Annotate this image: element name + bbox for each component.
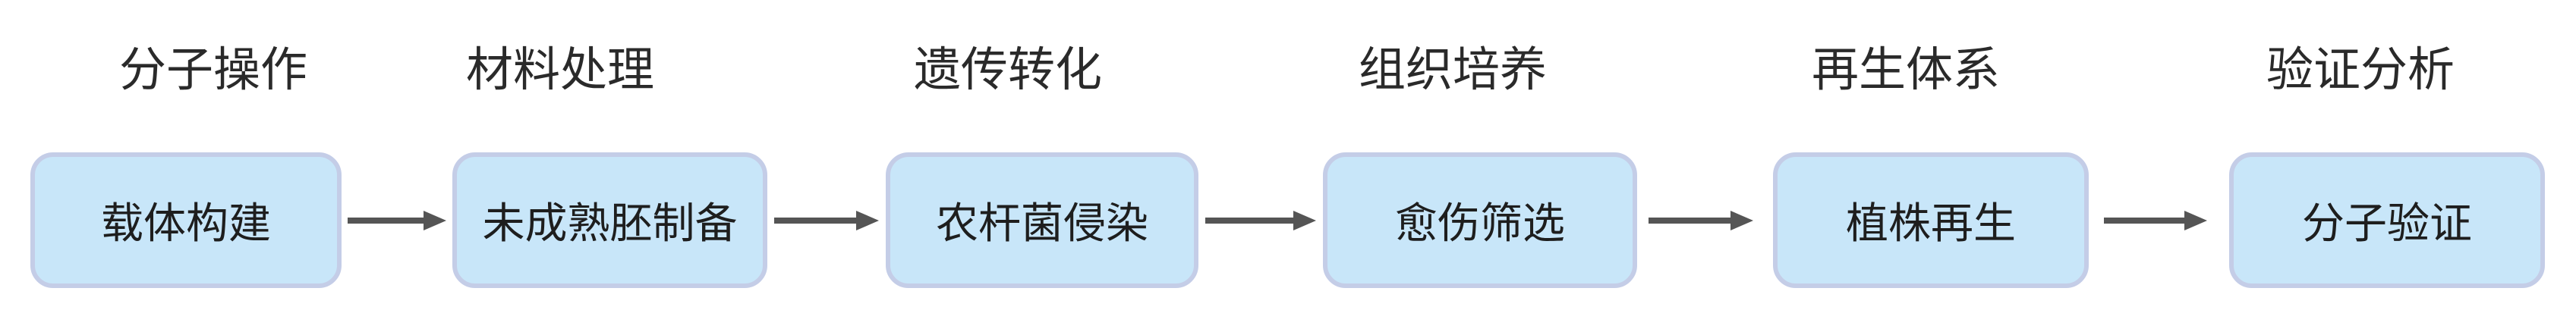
stage-header-5: 再生体系 xyxy=(1811,42,2000,97)
step-box-5: 植株再生 xyxy=(1773,152,2089,288)
step-label-2: 未成熟胚制备 xyxy=(482,199,738,249)
arrow-5-to-6 xyxy=(2104,211,2207,230)
step-box-3: 农杆菌侵染 xyxy=(886,152,1198,288)
stage-header-6: 验证分析 xyxy=(2266,42,2455,97)
stage-header-4: 组织培养 xyxy=(1358,42,1547,97)
arrow-1-to-2 xyxy=(348,211,446,230)
step-label-3: 农杆菌侵染 xyxy=(936,199,1148,249)
stage-header-3: 遗传转化 xyxy=(913,42,1102,97)
stage-header-1: 分子操作 xyxy=(118,42,307,97)
step-label-5: 植株再生 xyxy=(1846,199,2016,249)
arrow-3-to-4 xyxy=(1205,211,1316,230)
step-box-1: 载体构建 xyxy=(30,152,342,288)
step-box-6: 分子验证 xyxy=(2229,152,2545,288)
step-label-1: 载体构建 xyxy=(101,199,271,249)
step-label-6: 分子验证 xyxy=(2302,199,2472,249)
step-box-2: 未成熟胚制备 xyxy=(452,152,767,288)
step-label-4: 愈伤筛选 xyxy=(1395,199,1565,249)
step-box-4: 愈伤筛选 xyxy=(1323,152,1637,288)
arrow-4-to-5 xyxy=(1649,211,1753,230)
stage-header-2: 材料处理 xyxy=(465,42,654,97)
arrow-2-to-3 xyxy=(774,211,879,230)
